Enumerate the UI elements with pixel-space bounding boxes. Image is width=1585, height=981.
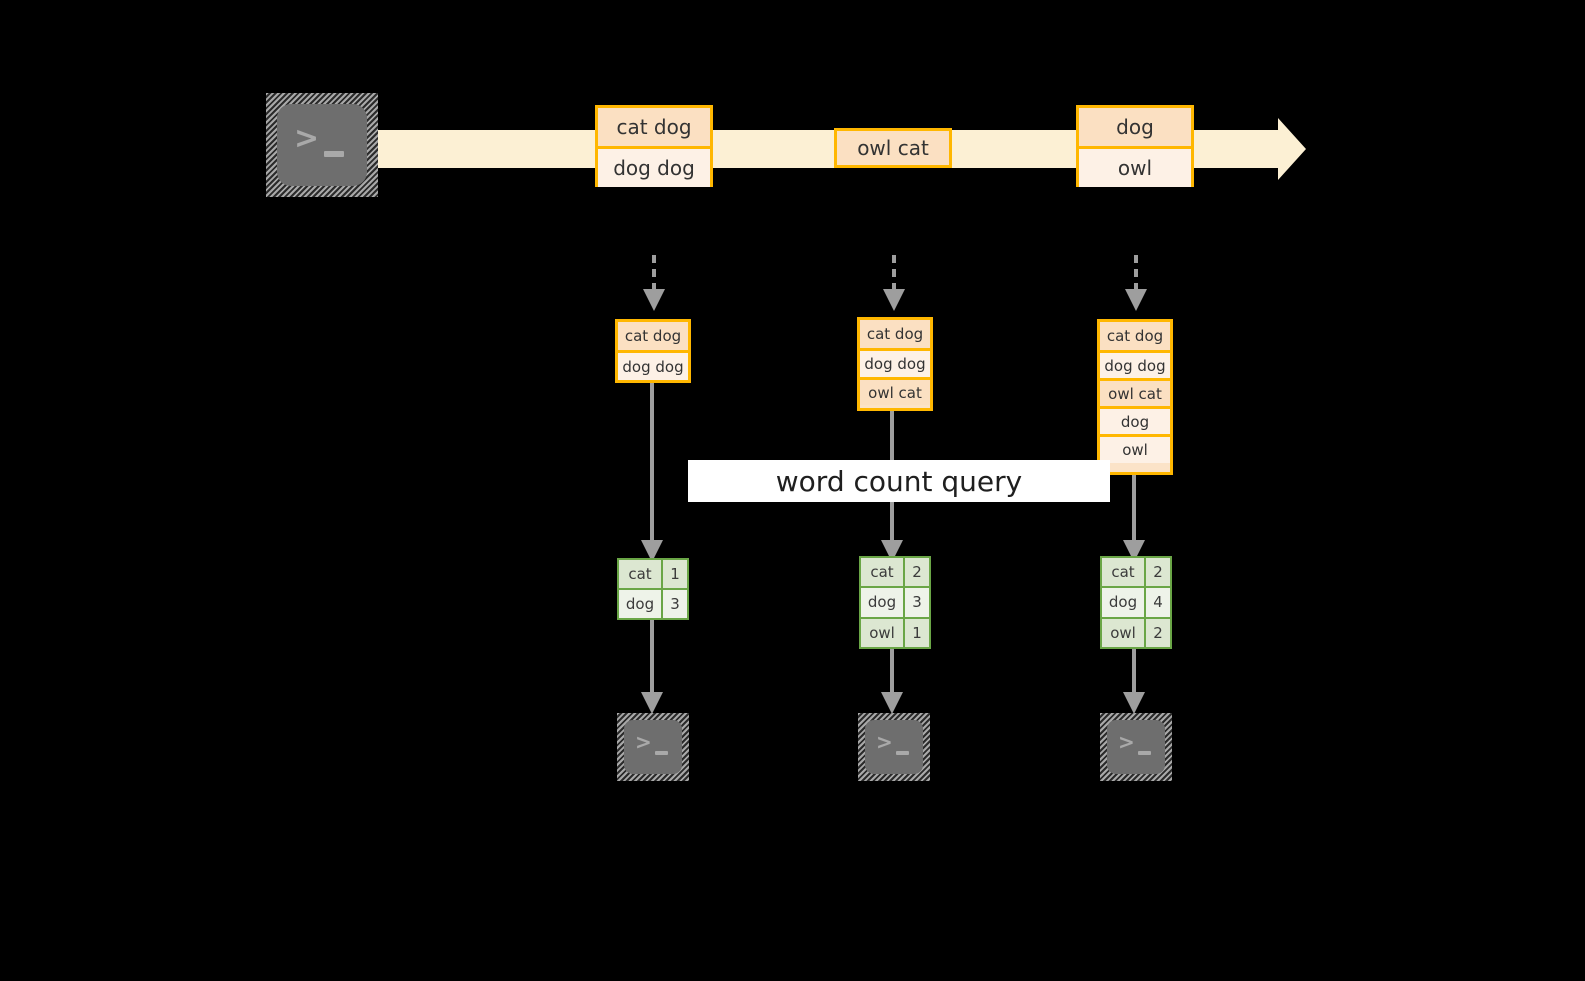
snapshot-row: dog — [1100, 406, 1170, 434]
result-to-consumer-arrowhead — [881, 692, 903, 714]
result-to-consumer-arrow — [1132, 649, 1136, 696]
table-row: owl 2 — [1102, 616, 1170, 647]
terminal-prompt-glyph: > — [876, 730, 893, 754]
terminal-screen — [624, 720, 682, 774]
result-count-cell: 3 — [905, 588, 929, 617]
result-count-cell: 3 — [663, 590, 687, 618]
result-word-cell: dog — [619, 590, 663, 618]
result-to-consumer-arrow — [890, 649, 894, 696]
stream-message-row: cat dog — [598, 108, 710, 146]
snapshot-row: cat dog — [618, 322, 688, 350]
consumer-terminal-icon[interactable]: > — [617, 713, 689, 781]
stream-message-row: owl — [1079, 146, 1191, 187]
stream-message-row: dog dog — [598, 146, 710, 187]
snapshot-row: owl cat — [860, 377, 930, 405]
result-to-consumer-arrow — [650, 620, 654, 696]
result-count-cell: 4 — [1146, 588, 1170, 617]
snapshot-row: cat dog — [1100, 322, 1170, 350]
snapshot-to-result-arrow — [1132, 475, 1136, 545]
terminal-cursor-glyph — [655, 751, 668, 755]
result-table[interactable]: cat 2 dog 4 owl 2 — [1100, 556, 1172, 649]
result-word-cell: owl — [861, 618, 905, 647]
snapshot-row: dog dog — [860, 348, 930, 377]
terminal-screen — [277, 104, 367, 186]
stream-message-group[interactable]: owl cat — [834, 128, 952, 168]
result-table[interactable]: cat 1 dog 3 — [617, 558, 689, 620]
result-count-cell: 1 — [905, 618, 929, 647]
consumer-terminal-icon[interactable]: > — [1100, 713, 1172, 781]
stream-message-group[interactable]: cat dog dog dog — [595, 105, 713, 187]
producer-terminal-icon[interactable]: > — [266, 93, 378, 197]
terminal-screen — [865, 720, 923, 774]
terminal-prompt-glyph: > — [635, 730, 652, 754]
snapshot-to-result-arrow — [650, 383, 654, 545]
result-word-cell: owl — [1102, 618, 1146, 647]
result-count-cell: 1 — [663, 560, 687, 588]
result-word-cell: cat — [619, 560, 663, 588]
stream-message-row: dog — [1079, 108, 1191, 146]
result-count-cell: 2 — [1146, 618, 1170, 647]
snapshot-box[interactable]: cat dog dog dog owl cat — [857, 317, 933, 411]
snapshot-row: owl cat — [1100, 378, 1170, 406]
snapshot-to-result-arrowhead — [641, 540, 663, 562]
terminal-prompt-glyph: > — [1118, 730, 1135, 754]
snapshot-box[interactable]: cat dog dog dog owl cat dog owl — [1097, 319, 1173, 475]
table-row: dog 3 — [619, 588, 687, 618]
snapshot-row: dog dog — [618, 350, 688, 380]
stream-to-snapshot-connector — [892, 255, 896, 291]
terminal-screen — [1107, 720, 1165, 774]
snapshot-row: owl — [1100, 434, 1170, 463]
result-to-consumer-arrowhead — [641, 692, 663, 714]
table-row: cat 2 — [1102, 558, 1170, 587]
result-word-cell: cat — [1102, 558, 1146, 587]
consumer-terminal-icon[interactable]: > — [858, 713, 930, 781]
snapshot-row: dog dog — [1100, 350, 1170, 378]
table-row: cat 2 — [861, 558, 929, 587]
stream-to-snapshot-arrowhead — [883, 289, 905, 311]
table-row: dog 3 — [861, 586, 929, 617]
stream-to-snapshot-connector — [652, 255, 656, 291]
result-table[interactable]: cat 2 dog 3 owl 1 — [859, 556, 931, 649]
terminal-prompt-glyph: > — [294, 121, 320, 156]
result-count-cell: 2 — [1146, 558, 1170, 587]
terminal-cursor-glyph — [1138, 751, 1151, 755]
result-word-cell: dog — [1102, 588, 1146, 617]
query-label-band: word count query — [688, 460, 1110, 502]
terminal-cursor-glyph — [896, 751, 909, 755]
snapshot-row: cat dog — [860, 320, 930, 348]
query-label-text: word count query — [775, 464, 1023, 498]
stream-message-row: owl cat — [837, 131, 949, 165]
result-word-cell: cat — [861, 558, 905, 587]
table-row: dog 4 — [1102, 586, 1170, 617]
snapshot-box[interactable]: cat dog dog dog — [615, 319, 691, 383]
table-row: owl 1 — [861, 616, 929, 647]
table-row: cat 1 — [619, 560, 687, 588]
stream-arrowhead — [1278, 118, 1306, 180]
result-count-cell: 2 — [905, 558, 929, 587]
stream-to-snapshot-arrowhead — [643, 289, 665, 311]
stream-message-group[interactable]: dog owl — [1076, 105, 1194, 187]
stream-to-snapshot-arrowhead — [1125, 289, 1147, 311]
terminal-cursor-glyph — [324, 151, 344, 157]
result-to-consumer-arrowhead — [1123, 692, 1145, 714]
stream-to-snapshot-connector — [1134, 255, 1138, 291]
result-word-cell: dog — [861, 588, 905, 617]
